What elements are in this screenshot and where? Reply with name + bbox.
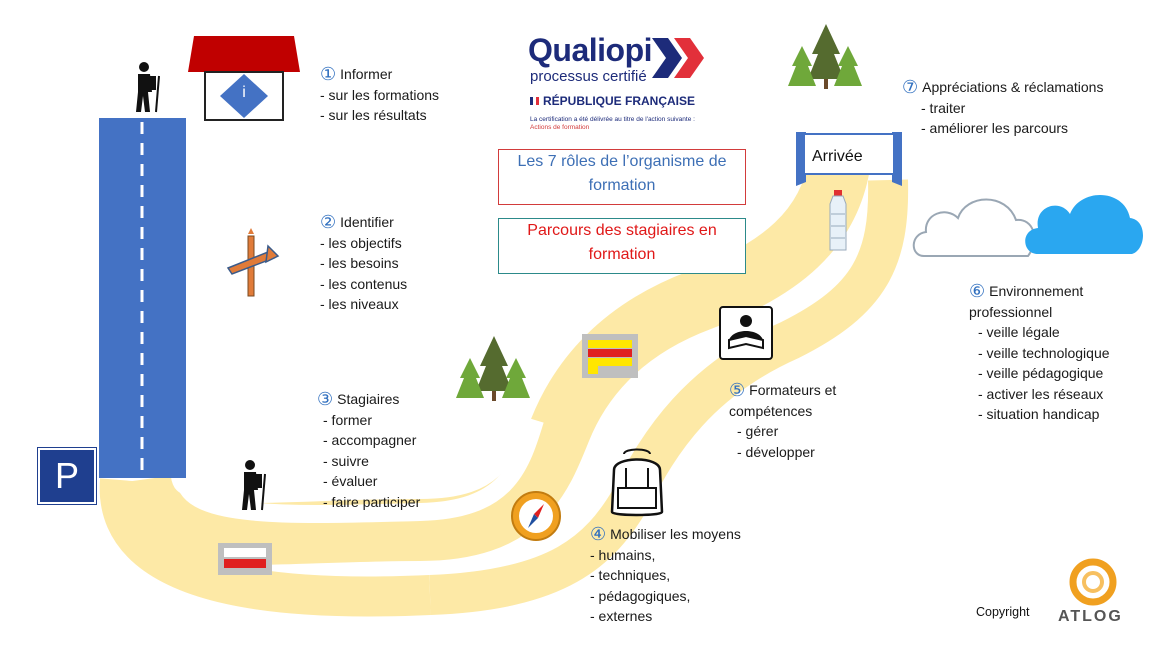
role-6-item: - situation handicap xyxy=(978,406,1100,422)
role-1-item: - sur les résultats xyxy=(320,107,427,123)
role-3-item: - suivre xyxy=(323,452,369,469)
french-flag-icon xyxy=(530,97,539,105)
finish-label: Arrivée xyxy=(812,148,863,165)
role-4-number: ④ xyxy=(590,524,607,544)
role-7-item: - traiter xyxy=(921,99,966,116)
role-2-item: - les contenus xyxy=(320,275,408,292)
role-6-number: ⑥ xyxy=(969,281,986,301)
role-2-title: Identifier xyxy=(340,214,394,230)
role-2-item: - les objectifs xyxy=(320,234,402,251)
diagram-subtitle-text: Parcours des stagiaires en formation xyxy=(527,222,717,263)
water-bottle-icon xyxy=(829,190,847,251)
certification-note: La certification a été délivrée au titre… xyxy=(530,116,730,132)
trail-marker-red-white xyxy=(218,543,272,575)
role-4-item: - techniques, xyxy=(590,567,671,583)
role-7-number: ⑦ xyxy=(902,77,919,97)
role-7-item: - améliorer les parcours xyxy=(921,120,1069,136)
republique-francaise: RÉPUBLIQUE FRANÇAISE xyxy=(543,94,696,108)
role-3-number: ③ xyxy=(317,389,334,409)
trees-icon-2 xyxy=(456,336,530,401)
hiker-icon-2 xyxy=(242,460,266,511)
role-7-title: Appréciations & réclamations xyxy=(922,79,1104,95)
parking-sign: P xyxy=(37,447,97,505)
compass-icon xyxy=(511,491,561,541)
trail-path xyxy=(109,154,871,565)
backpack-icon xyxy=(610,448,664,517)
clouds-icon xyxy=(912,194,1143,257)
trail-marker-yellow-red xyxy=(582,334,638,378)
role-4-item: - externes xyxy=(590,608,653,624)
copyright-text: Copyright xyxy=(976,605,1030,619)
role-3-title: Stagiaires xyxy=(337,391,400,407)
role-1-title: Informer xyxy=(340,66,393,82)
finish-banner xyxy=(796,132,902,186)
role-6-item: - veille légale xyxy=(978,324,1060,340)
diagram-title-text: Les 7 rôles de l’organisme de formation xyxy=(517,153,727,194)
role-3-item: - accompagner xyxy=(323,432,417,448)
role-4-title: Mobiliser les moyens xyxy=(610,526,741,542)
role-1-item: - sur les formations xyxy=(320,86,440,103)
reader-icon xyxy=(719,306,773,360)
road-center-line xyxy=(140,122,144,476)
role-5-item: - développer xyxy=(737,443,815,460)
role-6-title: Environnement xyxy=(989,283,1084,299)
role-1-number: ① xyxy=(320,64,337,84)
role-6-item: - activer les réseaux xyxy=(978,385,1104,402)
parking-letter: P xyxy=(54,455,79,496)
trail-path-lower-2 xyxy=(429,179,909,615)
qualiopi-chevron-icon xyxy=(652,38,704,78)
trees-icon xyxy=(788,24,862,89)
trail-path-lower xyxy=(99,478,431,617)
role-4-item: - humains, xyxy=(590,546,656,563)
company-name: ATLOG xyxy=(1058,608,1123,625)
role-6-title-line2: professionnel xyxy=(969,303,1053,320)
role-3-item: - former xyxy=(323,411,372,428)
role-3-item: - faire participer xyxy=(323,493,421,510)
role-2-number: ② xyxy=(320,212,337,232)
diagram-title: Les 7 rôles de l’organisme de formation xyxy=(498,149,746,205)
role-5-item: - gérer xyxy=(737,423,779,439)
role-6-item: - veille pédagogique xyxy=(978,365,1104,381)
atlog-logo-icon xyxy=(1069,558,1117,606)
info-house-icon xyxy=(188,36,300,121)
qualiopi-brand: Qualiopi xyxy=(528,32,653,68)
role-4-item: - pédagogiques, xyxy=(590,587,691,604)
role-2-item: - les besoins xyxy=(320,255,399,271)
qualiopi-logo: Qualiopi processus certifié RÉPUBLIQUE F… xyxy=(528,32,708,138)
role-5-title-line2: compétences xyxy=(729,402,813,419)
certification-note-line1: La certification a été délivrée au titre… xyxy=(530,116,695,123)
role-2-item: - les niveaux xyxy=(320,296,399,312)
role-5-title: Formateurs et xyxy=(749,382,837,398)
direction-sign-icon xyxy=(226,228,280,297)
trail-inner-cut xyxy=(176,417,544,523)
certification-note-line2: Actions de formation xyxy=(530,124,590,131)
role-6-item: - veille technologique xyxy=(978,344,1110,361)
role-3-item: - évaluer xyxy=(323,473,378,489)
qualiopi-tagline: processus certifié xyxy=(530,68,647,85)
role-5-number: ⑤ xyxy=(729,380,746,400)
hiker-icon xyxy=(136,62,160,113)
diagram-subtitle: Parcours des stagiaires en formation xyxy=(498,218,746,274)
info-sign-letter: i xyxy=(242,84,246,101)
